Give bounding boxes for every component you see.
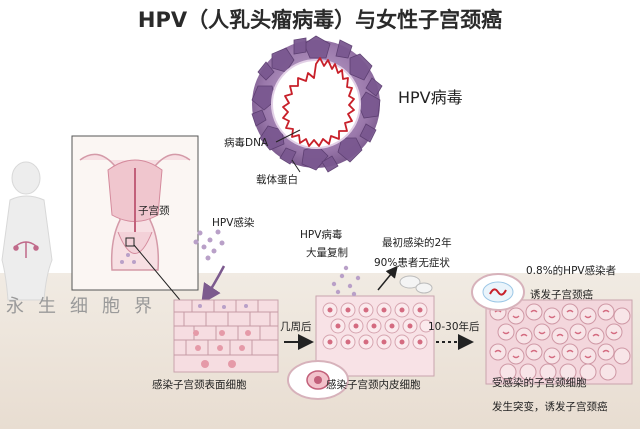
asymptomatic-label-2: 90%患者无症状 — [374, 257, 450, 269]
capsid-label: 载体蛋白 — [256, 174, 298, 186]
replication-label-2: 大量复制 — [306, 247, 348, 259]
replication-arrow — [377, 265, 398, 291]
stage1-caption: 感染子宫颈表面细胞 — [152, 379, 247, 391]
woman-silhouette — [1, 161, 53, 301]
hpv-virus — [251, 35, 383, 173]
viral-dna-strand — [282, 57, 355, 147]
weeks-later-label: 几周后 — [280, 321, 312, 333]
viral-dna-label: 病毒DNA — [224, 137, 269, 149]
dna-pointer — [275, 129, 301, 143]
page-title: HPV（人乳头瘤病毒）与女性子宫颈癌 — [137, 8, 503, 32]
uterus-mini — [13, 241, 39, 258]
infection-rate-label: 0.8%的HPV感染者 — [526, 265, 617, 277]
infection-label: HPV感染 — [212, 217, 255, 229]
tissue-stage2 — [315, 265, 435, 377]
watermark: 永生细胞界 — [6, 296, 166, 317]
infected-cell-magnified — [287, 360, 349, 400]
years-later-label: 10-30年后 — [428, 321, 480, 333]
induce-cancer-label: 诱发子宫颈癌 — [530, 289, 593, 301]
tissue-stage1 — [173, 299, 279, 373]
virus-label: HPV病毒 — [398, 88, 463, 107]
stage2-caption: 感染子宫颈内皮细胞 — [326, 379, 421, 391]
replication-label-1: HPV病毒 — [300, 229, 343, 241]
capsid-pointer — [291, 159, 301, 173]
infection-arrow — [201, 265, 226, 305]
cervix-box — [71, 135, 199, 291]
hpv-particles — [193, 229, 225, 261]
stage3-caption: 受感染的子宫颈细胞 — [492, 377, 587, 389]
mutation-caption: 发生突变，诱发子宫颈癌 — [492, 401, 608, 413]
released-virions — [399, 275, 433, 294]
asymptomatic-label-1: 最初感染的2年 — [382, 237, 452, 249]
tissue-stage3 — [485, 299, 633, 385]
mutated-cell-magnified — [471, 273, 525, 311]
cervix-label: 子宫颈 — [138, 205, 170, 217]
